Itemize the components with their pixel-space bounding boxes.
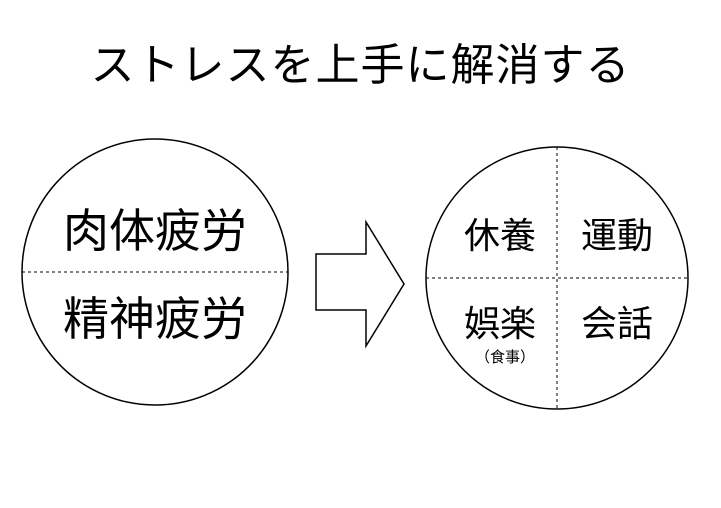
right-arrow [315,219,405,349]
label-exercise: 運動 [580,216,653,257]
label-conversation: 会話 [580,304,653,345]
label-entertainment-note: （食事） [474,348,535,366]
label-physical-fatigue: 肉体疲労 [63,204,247,258]
label-entertainment: 娯楽 [463,304,536,345]
label-mental-fatigue: 精神疲労 [63,292,247,346]
label-rest: 休養 [463,216,536,257]
diagram-title: ストレスを上手に解消する [90,40,631,91]
